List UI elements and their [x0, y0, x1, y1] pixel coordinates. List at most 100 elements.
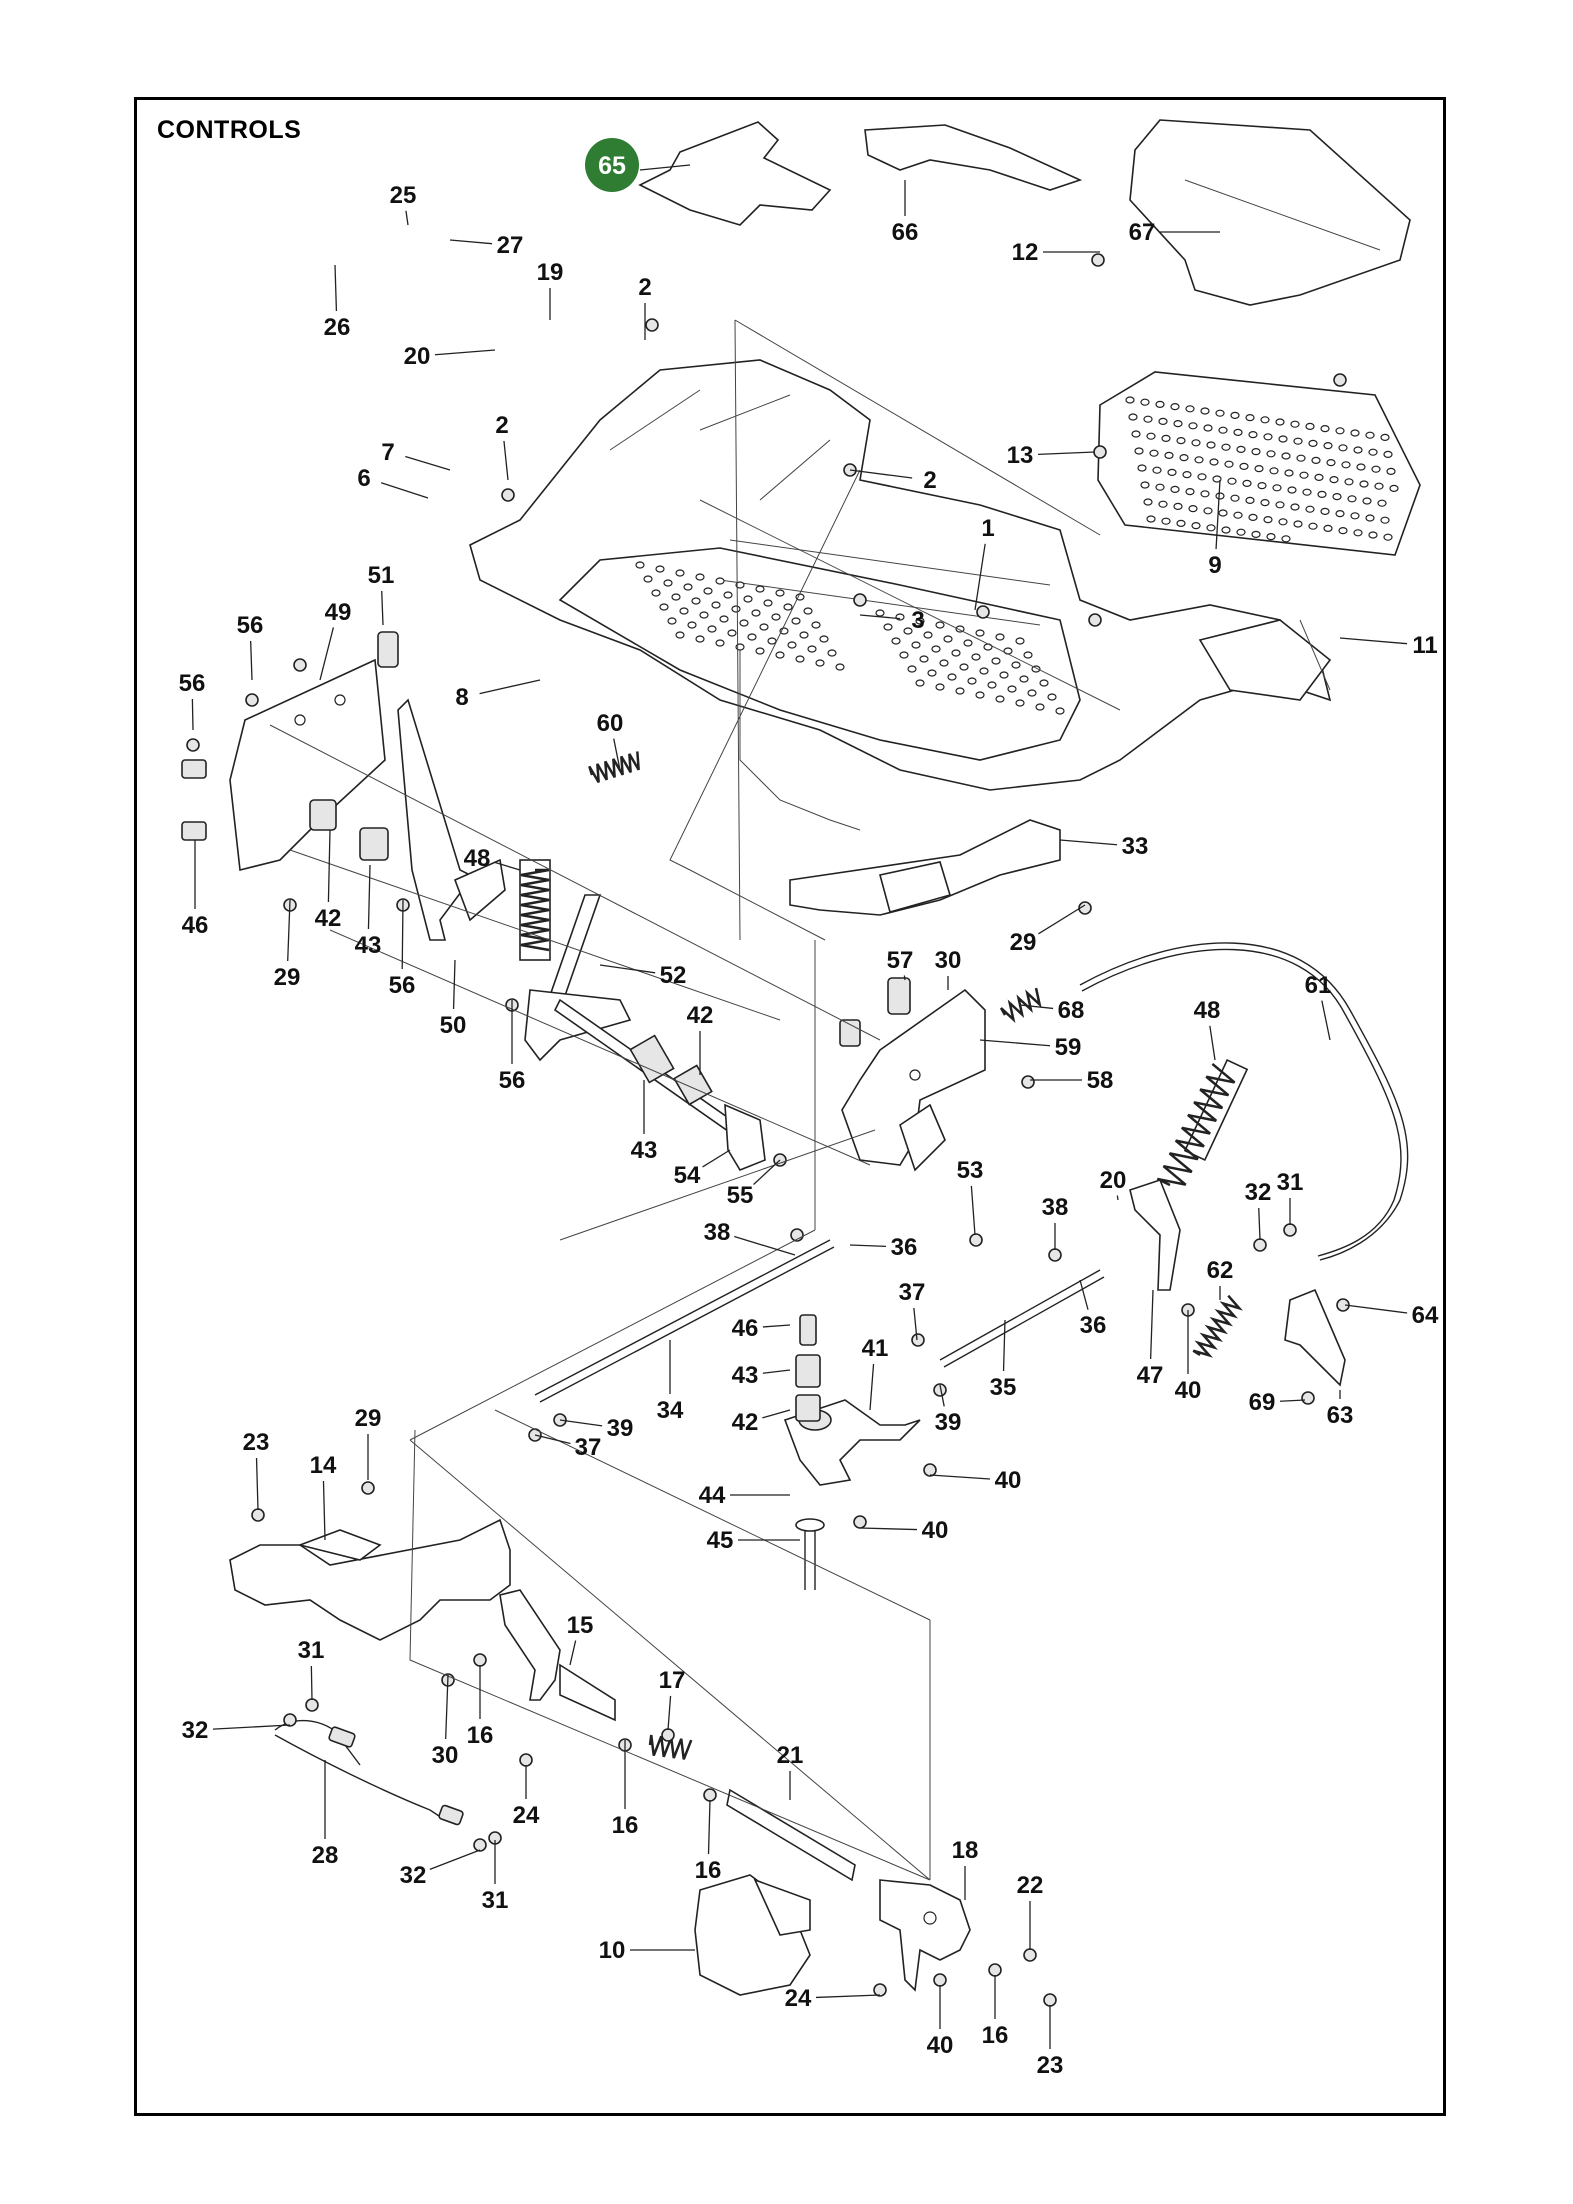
perforation — [767, 637, 777, 645]
perforation — [1224, 460, 1234, 468]
leader-line — [913, 1307, 918, 1341]
callout-20: 20 — [404, 343, 431, 370]
perforation — [663, 579, 673, 587]
fastener — [501, 488, 515, 502]
callout-16: 16 — [467, 1722, 494, 1749]
perforation — [1242, 479, 1252, 487]
callout-22: 22 — [1017, 1872, 1044, 1899]
leader-line — [1002, 1319, 1006, 1372]
perforation — [1143, 415, 1153, 423]
fastener — [293, 658, 307, 672]
perforation — [727, 629, 737, 637]
callout-32: 32 — [182, 1717, 209, 1744]
perforation — [1236, 528, 1246, 536]
leader-line — [367, 864, 371, 930]
perforation — [927, 669, 937, 677]
perforation — [739, 619, 749, 627]
leader-line — [429, 1849, 481, 1871]
bracket-14 — [229, 1518, 511, 1641]
perforation — [1158, 500, 1168, 508]
perforation — [1308, 439, 1318, 447]
perforation — [1293, 520, 1303, 528]
perforation — [1206, 524, 1216, 532]
perforation — [1191, 439, 1201, 447]
leader-line — [405, 455, 451, 471]
perforation — [1185, 488, 1195, 496]
perforation — [1341, 461, 1351, 469]
fastener — [1091, 253, 1105, 267]
leader-line — [1079, 1279, 1089, 1310]
fastener — [473, 1838, 487, 1852]
callout-10: 10 — [599, 1937, 626, 1964]
leader-line — [762, 1409, 791, 1419]
perforation — [1287, 486, 1297, 494]
perforation — [1260, 499, 1270, 507]
leader-line — [613, 738, 621, 771]
fastener — [1043, 1993, 1057, 2007]
perforation — [1284, 469, 1294, 477]
perforation — [1275, 501, 1285, 509]
callout-29: 29 — [1010, 929, 1037, 956]
perforation — [915, 617, 925, 625]
spring-62 — [1192, 1294, 1244, 1358]
perforation — [1019, 675, 1029, 683]
callout-40: 40 — [1175, 1377, 1202, 1404]
callout-42: 42 — [732, 1409, 759, 1436]
perforation — [1338, 444, 1348, 452]
callout-56: 56 — [179, 670, 206, 697]
callout-55: 55 — [727, 1182, 754, 1209]
perforation — [1305, 505, 1315, 513]
perforation — [919, 655, 929, 663]
callout-60: 60 — [597, 710, 624, 737]
leader-line — [1344, 1304, 1408, 1314]
leader-line — [327, 829, 331, 903]
perforation — [1158, 417, 1168, 425]
pedal-10 — [694, 1874, 811, 1996]
perforation — [671, 593, 681, 601]
perforation — [1146, 432, 1156, 440]
perforation — [1356, 463, 1366, 471]
fastener — [251, 1508, 265, 1522]
perforation — [1311, 456, 1321, 464]
leader-line — [1059, 839, 1118, 846]
perforation — [1173, 420, 1183, 428]
callout-31: 31 — [298, 1637, 325, 1664]
fastener — [988, 1963, 1002, 1977]
callout-19: 19 — [537, 259, 564, 286]
fastener — [1093, 445, 1107, 459]
leader-line — [569, 1640, 577, 1666]
callout-37: 37 — [575, 1434, 602, 1461]
leader-line — [1149, 1289, 1154, 1360]
perforation — [715, 639, 725, 647]
perforation — [963, 639, 973, 647]
callout-3: 3 — [911, 607, 924, 634]
callout-9: 9 — [1208, 552, 1221, 579]
perforation — [1305, 422, 1315, 430]
leader-line — [494, 861, 521, 871]
spring-48 — [519, 859, 551, 961]
callout-43: 43 — [631, 1137, 658, 1164]
leader-line — [559, 1419, 603, 1427]
leader-line — [869, 1363, 875, 1411]
perforation — [1296, 454, 1306, 462]
perforation — [719, 615, 729, 623]
perforation — [1128, 413, 1138, 421]
perforation — [679, 607, 689, 615]
fastener — [933, 1383, 947, 1397]
perforation — [667, 617, 677, 625]
leader-line — [250, 640, 253, 681]
perforation — [1134, 447, 1144, 455]
page-title: CONTROLS — [157, 116, 302, 144]
fastener — [661, 1728, 675, 1742]
perforation — [675, 631, 685, 639]
perforation — [1368, 531, 1378, 539]
callout-20: 20 — [1100, 1167, 1127, 1194]
perforation — [1290, 503, 1300, 511]
callout-64: 64 — [1412, 1302, 1439, 1329]
callout-24: 24 — [513, 1802, 540, 1829]
fastener — [519, 1753, 533, 1767]
leader-line — [753, 1159, 781, 1185]
perforation — [1209, 458, 1219, 466]
leader-line — [405, 210, 409, 226]
perforation — [691, 597, 701, 605]
